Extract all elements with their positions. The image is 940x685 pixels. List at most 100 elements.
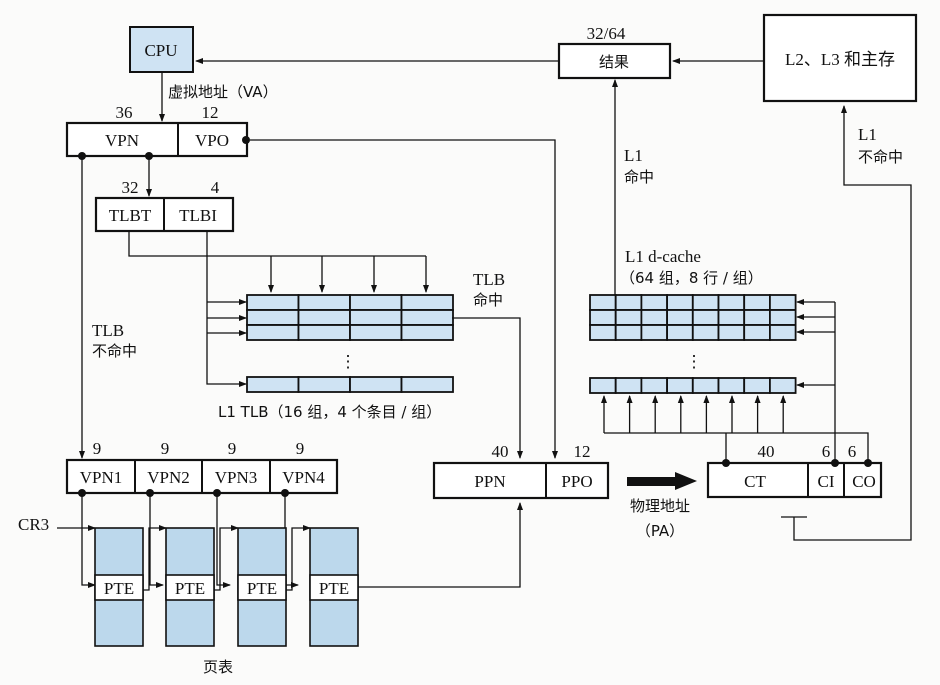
tlb-entry <box>297 376 351 393</box>
vpn-part-bits: 9 <box>228 439 237 458</box>
cache-line <box>666 294 694 311</box>
vpn-part-field: VPN3 <box>215 468 258 487</box>
va-label: 虚拟地址（VA） <box>168 83 278 101</box>
cache-line <box>717 309 746 326</box>
page-table: PTE <box>237 527 287 647</box>
cache-line <box>717 294 746 311</box>
tlbt-field: TLBT <box>109 206 152 225</box>
tlb-entry <box>400 376 454 393</box>
cache-line <box>691 377 720 394</box>
tlb-entry <box>246 294 300 311</box>
page-table: PTE <box>309 527 359 647</box>
ppo-field: PPO <box>561 472 592 491</box>
tlb-entry <box>349 294 403 311</box>
cache-line <box>614 309 643 326</box>
pa-label-1: 物理地址 <box>630 497 690 515</box>
vpn-part-field: VPN2 <box>147 468 190 487</box>
page-table: PTE <box>94 527 144 647</box>
pa-register <box>432 461 610 500</box>
vpn-field: VPN <box>105 131 139 150</box>
vpo-to-ppo-line <box>250 139 558 459</box>
cache-line <box>691 324 720 341</box>
tlbi-bits: 4 <box>211 178 220 197</box>
ci-bits: 6 <box>822 442 831 461</box>
cache-caption-1: L1 d-cache <box>625 247 701 266</box>
tlb-entry <box>246 309 300 326</box>
cache-line <box>691 294 720 311</box>
tlb-entry <box>349 309 403 326</box>
cpu-label: CPU <box>144 41 177 60</box>
vpn-part-bits: 9 <box>296 439 305 458</box>
tlb-entry <box>297 294 351 311</box>
cache-line <box>769 377 797 394</box>
cache-line <box>666 377 694 394</box>
cache-line <box>717 377 746 394</box>
cache-line <box>769 294 797 311</box>
va-register <box>65 121 249 158</box>
tlb-array <box>246 294 454 393</box>
tlb-caption: L1 TLB（16 组，4 个条目 / 组） <box>218 403 441 421</box>
ppo-bits: 12 <box>574 442 591 461</box>
cpu-box: CPU <box>129 26 194 73</box>
tlbi-field: TLBI <box>179 206 217 225</box>
l1-miss-line <box>793 105 912 541</box>
tlb-entry <box>400 294 454 311</box>
cache-line <box>589 294 617 311</box>
cache-line <box>640 324 669 341</box>
cache-line <box>666 324 694 341</box>
ct-field: CT <box>744 472 766 491</box>
memory-box <box>762 13 918 103</box>
result-box <box>557 42 672 80</box>
ppn-field: PPN <box>474 472 505 491</box>
tlb-miss-label-2: 不命中 <box>92 342 137 360</box>
cr3-label: CR3 <box>18 515 49 534</box>
pte-label: PTE <box>104 579 134 598</box>
pa-label-2: （PA） <box>636 522 684 540</box>
cache-line <box>743 309 771 326</box>
pte-label: PTE <box>247 579 277 598</box>
co-field: CO <box>852 472 876 491</box>
vpn-part-field: VPN4 <box>282 468 325 487</box>
tlb-index-register <box>94 196 235 233</box>
cache-line <box>769 309 797 326</box>
ppn-bits: 40 <box>492 442 509 461</box>
cache-line <box>589 377 617 394</box>
vpo-bits: 12 <box>202 103 219 122</box>
l1-dcache-array <box>589 294 797 394</box>
l1-miss-label-2: 不命中 <box>858 148 903 166</box>
cache-line <box>614 294 643 311</box>
cache-line <box>666 309 694 326</box>
pte-label: PTE <box>319 579 349 598</box>
cache-line <box>743 377 771 394</box>
svg-text:⋮: ⋮ <box>686 352 703 371</box>
cache-line <box>614 324 643 341</box>
cache-line <box>614 377 643 394</box>
tlbt-bits: 32 <box>122 178 139 197</box>
l1-hit-label-2: 命中 <box>624 168 654 186</box>
cache-line <box>769 324 797 341</box>
cache-line <box>640 309 669 326</box>
tlb-entry <box>246 324 300 341</box>
l1-miss-label-1: L1 <box>858 125 877 144</box>
tlb-entry <box>400 309 454 326</box>
cache-line <box>640 294 669 311</box>
cache-line <box>589 309 617 326</box>
co-bits: 6 <box>848 442 857 461</box>
tlb-entry <box>400 324 454 341</box>
vpn-part-bits: 9 <box>93 439 102 458</box>
vpn-part-field: VPN1 <box>80 468 123 487</box>
vpn-bits: 36 <box>116 103 133 122</box>
cache-line <box>589 324 617 341</box>
tlb-miss-label-1: TLB <box>92 321 124 340</box>
ct-bits: 40 <box>758 442 775 461</box>
pa-arrow-icon <box>627 472 697 490</box>
cache-address-register <box>706 461 883 499</box>
l1-hit-label-1: L1 <box>624 146 643 165</box>
cache-line <box>691 309 720 326</box>
tlb-entry <box>297 309 351 326</box>
tlb-entry <box>349 376 403 393</box>
tlb-hit-label-2: 命中 <box>473 291 503 309</box>
ci-field: CI <box>818 472 835 491</box>
cache-line <box>743 324 771 341</box>
